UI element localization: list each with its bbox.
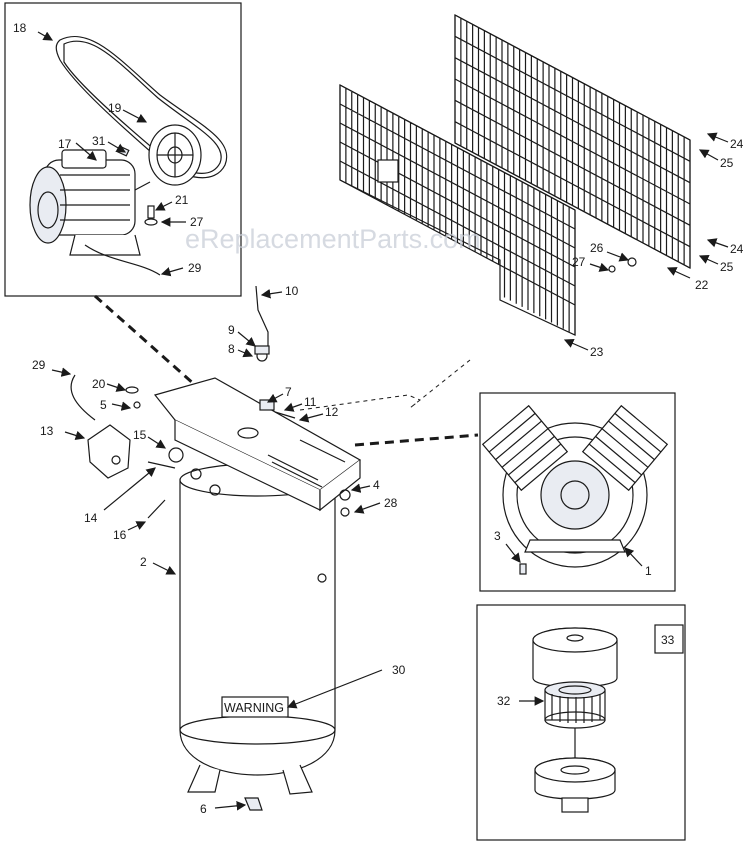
callout-17: 17 (58, 137, 72, 151)
callout-9: 9 (228, 323, 235, 337)
callout-18: 18 (13, 21, 27, 35)
callout-32: 32 (497, 694, 511, 708)
callout-23: 23 (590, 345, 604, 359)
motor-belt-inset (4, 2, 242, 297)
callout-29b: 29 (32, 358, 46, 372)
callout-21: 21 (175, 193, 189, 207)
pressure-switch-bracket (87, 424, 131, 479)
part-33-box (654, 624, 684, 654)
filter-element (544, 681, 606, 729)
callout-5: 5 (100, 398, 107, 412)
callout-6: 6 (200, 802, 207, 816)
callout-20: 20 (92, 377, 106, 391)
callout-13: 13 (40, 424, 54, 438)
callout-30: 30 (392, 663, 406, 677)
callout-29a: 29 (188, 261, 202, 275)
callout-27b: 27 (572, 255, 586, 269)
callout-25b: 25 (720, 260, 734, 274)
leader-lines (37, 31, 729, 811)
callout-15: 15 (133, 428, 147, 442)
belt-guard-back (454, 14, 691, 269)
callout-24b: 24 (730, 242, 744, 256)
belt (55, 35, 228, 179)
callout-4: 4 (373, 478, 380, 492)
callout-31: 31 (92, 134, 106, 148)
power-cord (84, 244, 161, 276)
right-cylinder-head (581, 404, 669, 492)
pump-platform (153, 377, 362, 512)
callout-22: 22 (695, 278, 709, 292)
belt-guard-front (339, 84, 576, 336)
callout-3: 3 (494, 529, 501, 543)
callout-10: 10 (285, 284, 299, 298)
discharge-tube (255, 285, 269, 350)
callout-19: 19 (108, 101, 122, 115)
air-filter-inset (476, 604, 686, 841)
callout-27a: 27 (190, 215, 204, 229)
callout-33: 33 (661, 633, 675, 647)
air-tank (179, 463, 336, 811)
motor (29, 149, 151, 256)
pulley (148, 124, 202, 186)
callout-1: 1 (645, 564, 652, 578)
callout-11: 11 (304, 395, 317, 409)
pump-inset (479, 392, 676, 592)
watermark: eReplacementParts.com (185, 224, 481, 254)
callout-2: 2 (140, 555, 147, 569)
callout-14: 14 (84, 511, 98, 525)
callout-8: 8 (228, 342, 235, 356)
left-cylinder-head (481, 404, 569, 492)
callout-16: 16 (113, 528, 127, 542)
warning-label: WARNING (224, 701, 284, 715)
callout-25a: 25 (720, 156, 734, 170)
callout-24a: 24 (730, 137, 744, 151)
callout-7: 7 (285, 385, 292, 399)
callout-28: 28 (384, 496, 398, 510)
callouts: 18 19 31 17 21 27 29 10 9 8 7 11 12 29 2… (13, 21, 744, 816)
callout-26: 26 (590, 241, 604, 255)
callout-12: 12 (325, 405, 339, 419)
